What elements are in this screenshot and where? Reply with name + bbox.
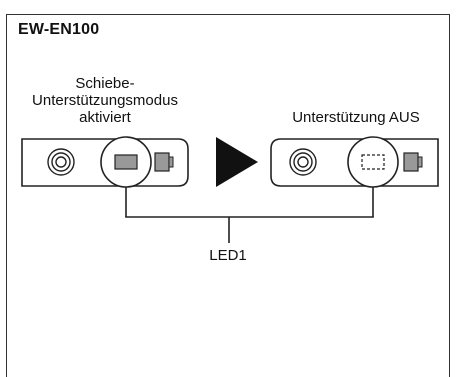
battery-icon [403,152,423,172]
led1-label: LED1 [209,247,247,264]
button-icon [47,148,75,176]
diagram-frame [6,14,450,377]
led-off-icon [361,154,385,170]
caption-line: Unterstützungsmodus [32,92,178,109]
button-icon [289,148,317,176]
caption-line: Schiebe- [75,75,135,92]
battery-icon [154,152,174,172]
state-caption-push-assist: Schiebe- Unterstützungsmodus aktiviert [5,75,205,126]
play-triangle-icon [216,137,258,187]
device-assist-off [270,136,439,188]
state-caption-assist-off: Unterstützung AUS [292,109,420,126]
led1-callout-lines [125,187,374,243]
caption-line: aktiviert [79,109,131,126]
model-title: EW-EN100 [18,21,100,38]
device-push-assist-mode [21,136,189,188]
led-on-icon [114,154,138,170]
led-highlight-circle [347,136,399,188]
